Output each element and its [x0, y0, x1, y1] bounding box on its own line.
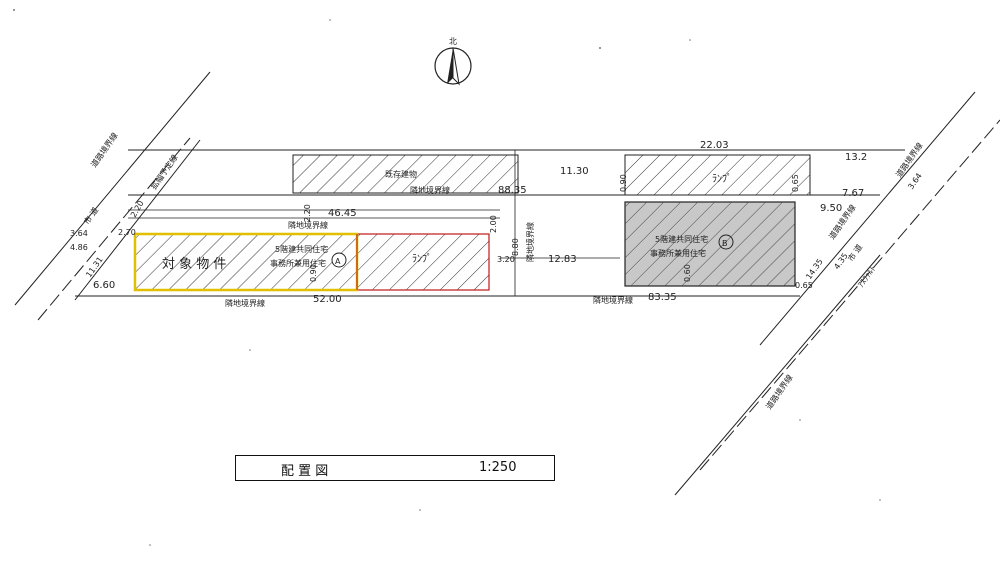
- building-a-text1: 5階建共同住宅: [275, 244, 328, 254]
- left-road-label: 市 道: [81, 205, 100, 226]
- dim-1130: 11.30: [560, 166, 589, 177]
- dim-660: 6.60: [93, 280, 115, 291]
- dim-364-right: 3.64: [906, 171, 924, 191]
- dimensions: 22.03 13.2 11.30 88.35 7.67 9.50 46.45 2…: [93, 140, 867, 305]
- building-b-text1: 5階建共同住宅: [655, 234, 708, 244]
- dim-220a: 2.20: [303, 204, 312, 222]
- dim-1283: 12.83: [548, 254, 577, 265]
- boundary-label-bottom1: 隣地境界線: [225, 298, 265, 308]
- boundary-label-top2: 隣地境界線: [288, 220, 328, 230]
- dim-1435: 14.35: [804, 257, 825, 281]
- existing-building-label: 既存建物: [385, 169, 417, 179]
- dim-8835: 88.35: [498, 185, 527, 196]
- building-a-text2: 事務所兼用住宅: [270, 258, 326, 268]
- dim-5200: 52.00: [313, 294, 342, 305]
- left-road-boundary-label: 道路境界線: [88, 131, 119, 170]
- dim-060: 0.60: [683, 264, 692, 282]
- building-b-hatch: [625, 202, 795, 286]
- dim-065-a: 0.65: [791, 174, 800, 192]
- building-a-marker: [331, 252, 347, 268]
- dim-065-b: 0.65: [795, 281, 813, 290]
- dim-950: 9.50: [820, 203, 842, 214]
- dim-090-a: 0.90: [309, 264, 318, 282]
- right-road-surface-label: ｱｽﾌｧﾙﾄ: [856, 264, 877, 289]
- right-road-label: 市 道: [845, 242, 864, 263]
- boundary-label-side: 隣地境界線: [525, 222, 535, 262]
- drawing-scale: 1:250: [479, 460, 517, 475]
- subject-property-label: 対 象 物 件: [162, 257, 226, 272]
- north-arrow-icon: 北: [434, 37, 472, 86]
- ramp-b: [624, 154, 811, 196]
- ramp-a-label: ﾗﾝﾌﾟ: [412, 253, 432, 265]
- dim-364-left: 3.64: [70, 229, 88, 238]
- building-a-letter: A: [335, 257, 341, 266]
- scan-noise: [13, 9, 881, 546]
- dim-435: 4.35: [832, 251, 850, 271]
- dim-2203: 22.03: [700, 140, 729, 151]
- north-label: 北: [449, 37, 457, 46]
- dim-090-b: 0.90: [619, 174, 628, 192]
- dim-132: 13.2: [845, 152, 867, 163]
- dim-270: 2.70: [118, 228, 136, 237]
- building-b-letter: B: [722, 239, 728, 248]
- right-road-boundary-top-label: 道路境界線: [893, 141, 924, 180]
- dim-8335: 83.35: [648, 292, 677, 303]
- dim-4645: 46.45: [328, 208, 357, 219]
- drawing-title: 配 置 図: [281, 464, 329, 479]
- building-b-text2: 事務所兼用住宅: [650, 248, 706, 258]
- boundary-label-bottom2: 隣地境界線: [593, 295, 633, 305]
- dim-220b: 2.20: [129, 199, 146, 219]
- existing-building: [292, 154, 519, 194]
- building-b-marker: [718, 234, 734, 250]
- ramp-b-label: ﾗﾝﾌﾟ: [712, 173, 732, 185]
- dim-880: 8.80: [511, 238, 520, 256]
- dim-200: 2.00: [489, 215, 498, 233]
- dim-320: 3.20: [497, 255, 515, 264]
- title-block: 配 置 図 1:250: [235, 455, 555, 481]
- boundary-label-top1: 隣地境界線: [410, 185, 450, 195]
- right-road: 道路境界線 道路境界線 市 道 ｱｽﾌｧﾙﾄ 道路境界線 3.64 4.35 1…: [674, 91, 1000, 496]
- dim-767: 7.67: [842, 188, 864, 199]
- dim-486: 4.86: [70, 243, 88, 252]
